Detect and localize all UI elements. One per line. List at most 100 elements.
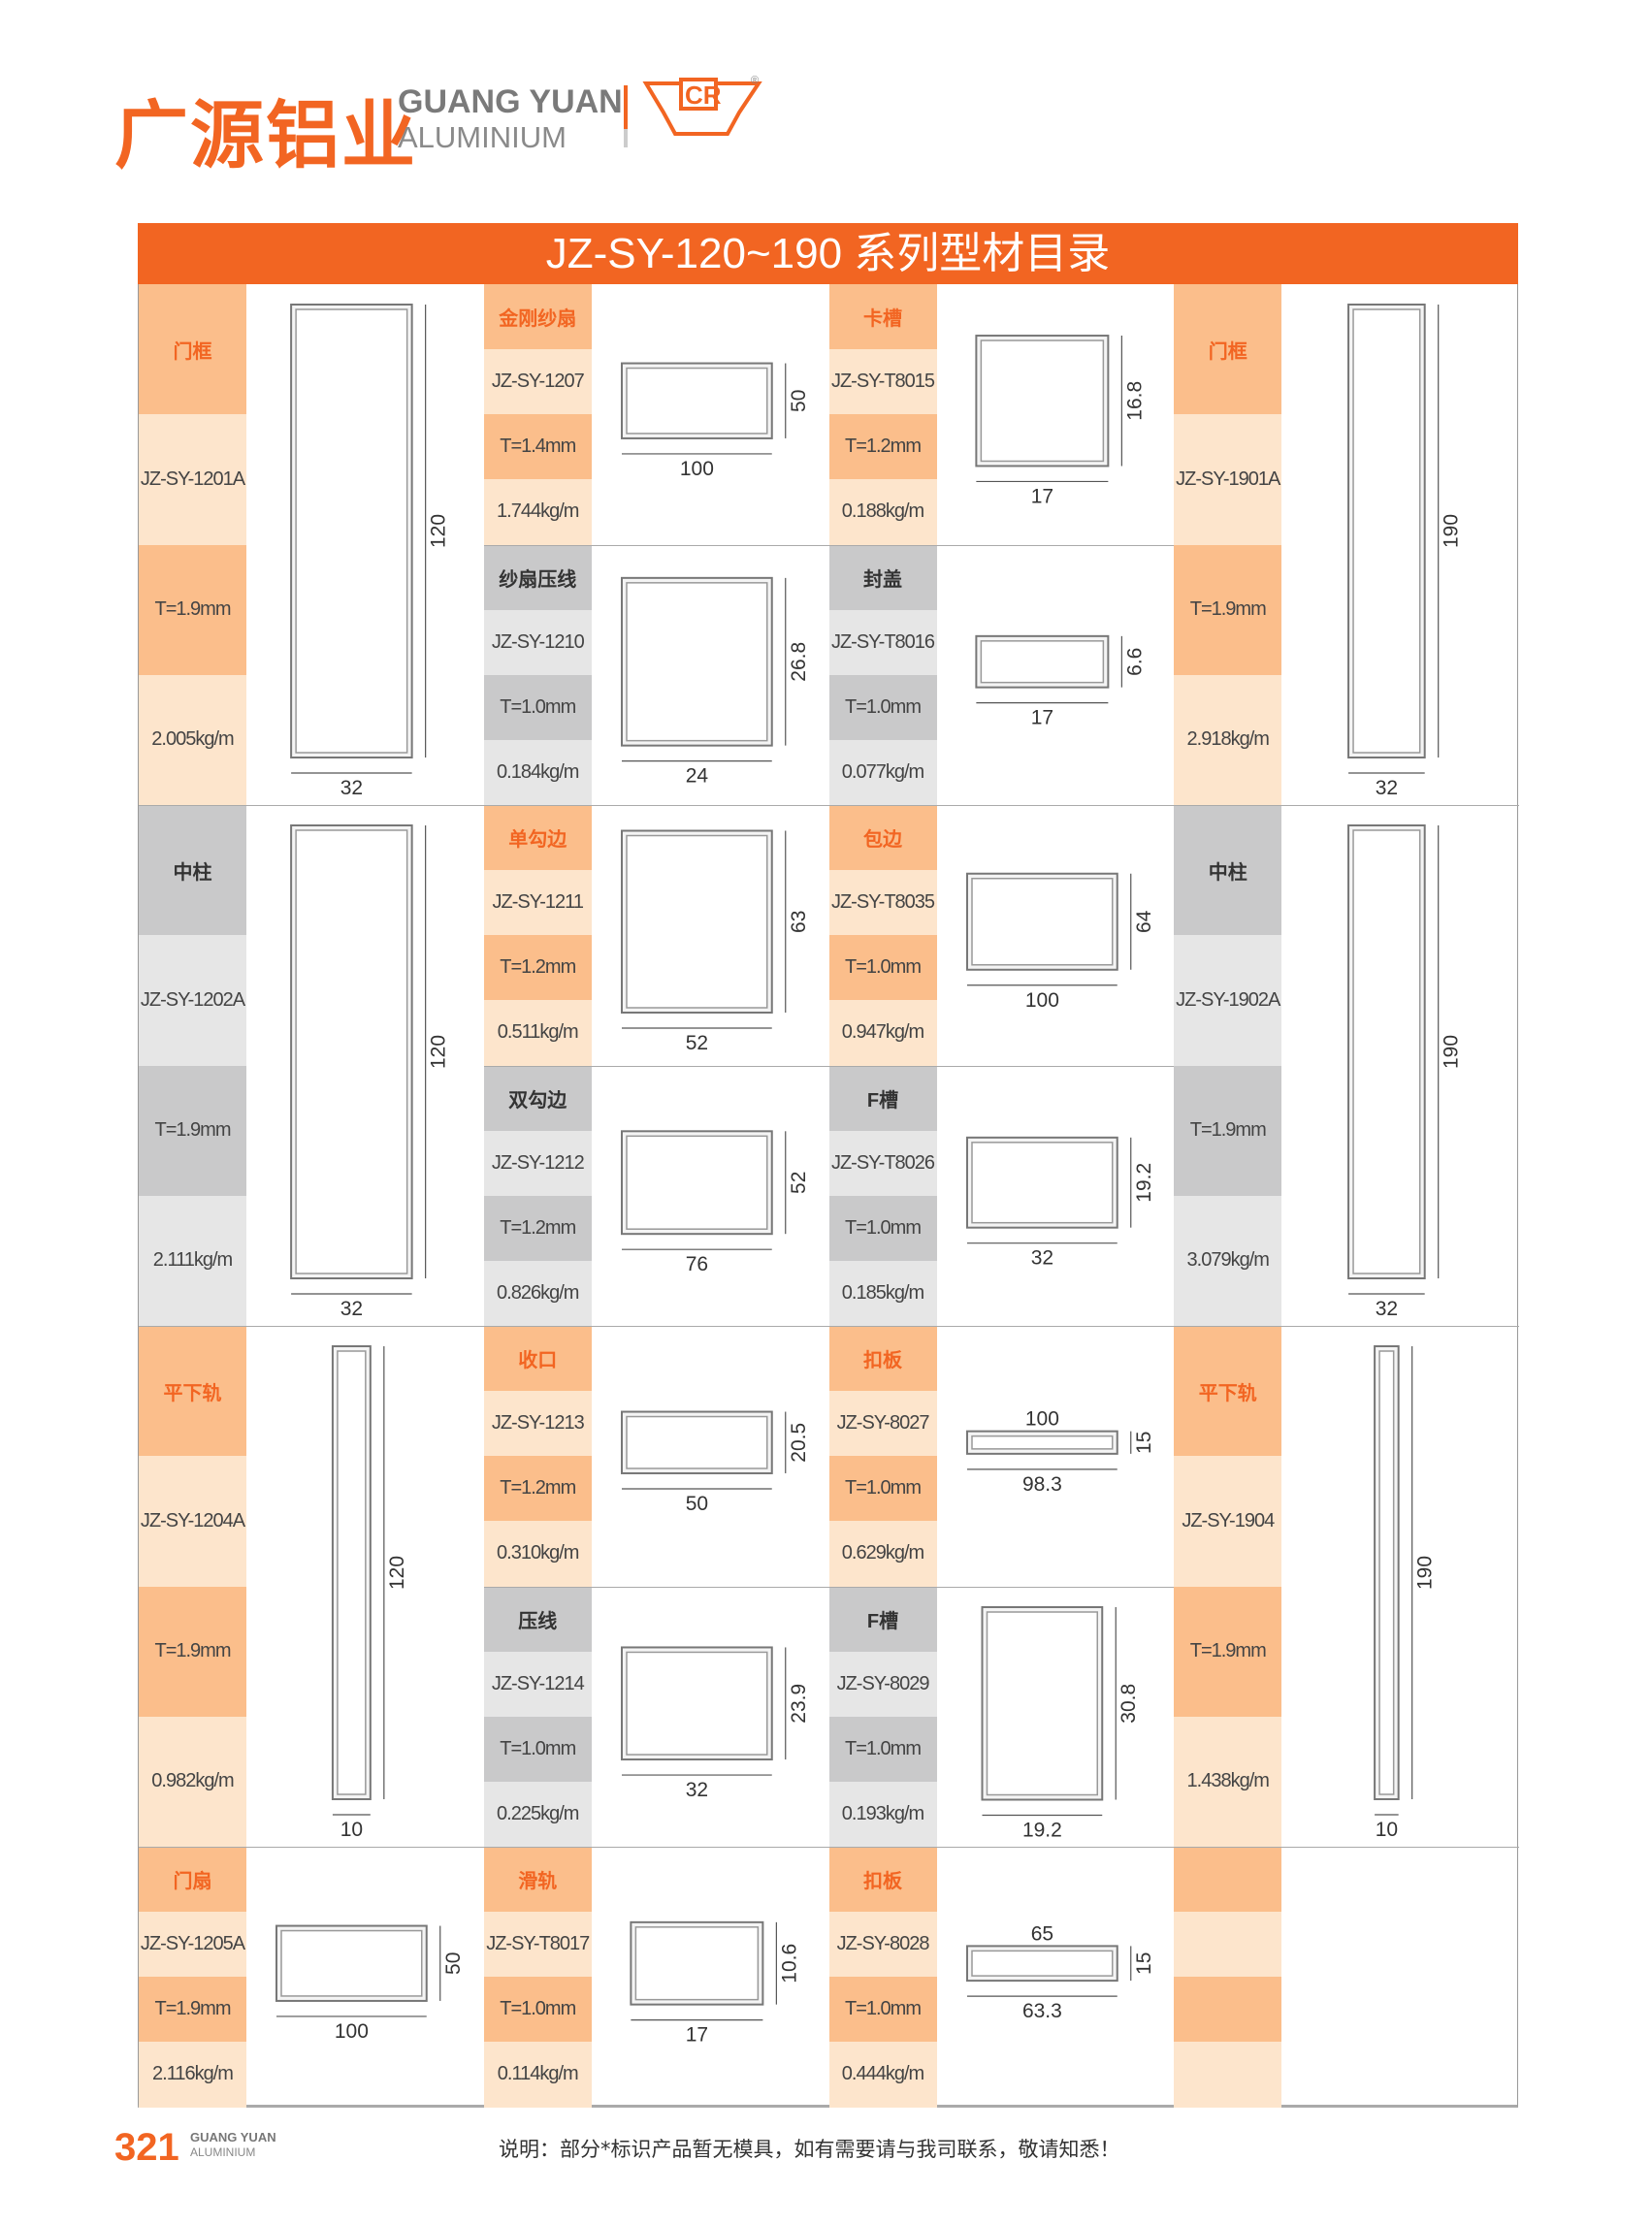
height-dimension-label: 50 bbox=[442, 1952, 465, 1975]
profile-inner bbox=[1352, 308, 1421, 754]
wall-thickness: T=1.0mm bbox=[828, 1195, 937, 1261]
wall-thickness: T=1.0mm bbox=[828, 935, 937, 1001]
height-dimension-label: 15 bbox=[1132, 1432, 1154, 1454]
wall-thickness: T=1.0mm bbox=[828, 1977, 937, 2043]
unit-weight: 0.184kg/m bbox=[483, 739, 592, 805]
width-dimension-label: 32 bbox=[340, 1298, 363, 1320]
height-dimension-label: 190 bbox=[1441, 1035, 1463, 1069]
row-divider bbox=[139, 805, 484, 806]
logo-divider bbox=[624, 85, 628, 147]
profile-code: JZ-SY-1211 bbox=[483, 870, 592, 936]
row-divider bbox=[483, 1847, 829, 1848]
wall-thickness: T=1.9mm bbox=[1174, 1586, 1282, 1717]
height-dimension-label: 26.8 bbox=[788, 641, 810, 681]
unit-weight: 0.982kg/m bbox=[139, 1716, 246, 1847]
height-dimension-label: 19.2 bbox=[1132, 1162, 1154, 1202]
height-dimension-label: 52 bbox=[788, 1171, 810, 1193]
width-dimension-label: 50 bbox=[685, 1493, 707, 1515]
profile-inner bbox=[1352, 829, 1421, 1274]
wall-thickness: T=1.9mm bbox=[139, 1977, 246, 2043]
profile-code bbox=[1174, 1912, 1282, 1978]
row-divider bbox=[139, 1847, 484, 1848]
height-dimension-label: 23.9 bbox=[788, 1683, 810, 1723]
width-dimension-label: 100 bbox=[1024, 1408, 1058, 1431]
width-dimension-label: 32 bbox=[340, 777, 363, 799]
profile-code: JZ-SY-T8026 bbox=[828, 1130, 937, 1196]
profile-drawing: 176.6 bbox=[974, 634, 1146, 728]
wall-thickness: T=1.0mm bbox=[483, 1977, 592, 2043]
profile-code: JZ-SY-1214 bbox=[483, 1651, 592, 1717]
height-dimension-label: 190 bbox=[1441, 514, 1463, 548]
height-dimension-label: 15 bbox=[1132, 1952, 1154, 1975]
height-dimension-label: 190 bbox=[1414, 1556, 1437, 1590]
width-dimension-label: 100 bbox=[335, 2020, 369, 2043]
width-dimension-label: 100 bbox=[680, 458, 714, 480]
unit-weight: 2.111kg/m bbox=[139, 1195, 246, 1326]
unit-weight: 2.918kg/m bbox=[1174, 674, 1282, 805]
profile-code: JZ-SY-8029 bbox=[828, 1651, 937, 1717]
profile-code: JZ-SY-1204A bbox=[139, 1456, 246, 1587]
profile-inner bbox=[295, 308, 408, 754]
profile-name: 单勾边 bbox=[483, 805, 592, 871]
profile-name: 纱扇压线 bbox=[483, 544, 592, 610]
row-divider bbox=[483, 1326, 829, 1327]
profile-inner bbox=[970, 877, 1113, 966]
height-dimension-label: 64 bbox=[1132, 910, 1154, 933]
width-dimension-label: 17 bbox=[685, 2024, 707, 2047]
wall-thickness: T=1.0mm bbox=[483, 1716, 592, 1782]
profile-inner bbox=[626, 581, 768, 741]
width-dimension-label: 100 bbox=[1024, 989, 1058, 1012]
unit-weight: 0.444kg/m bbox=[828, 2042, 937, 2108]
profile-name: 滑轨 bbox=[483, 1847, 592, 1913]
wall-thickness: T=1.9mm bbox=[1174, 544, 1282, 675]
profile-drawing: 76 52 bbox=[620, 1129, 810, 1275]
profile-inner bbox=[970, 1950, 1113, 1977]
profile-name: F槽 bbox=[828, 1065, 937, 1131]
brand-logo-chinese: 广源铝业 bbox=[114, 92, 417, 178]
unit-weight: 1.744kg/m bbox=[483, 479, 592, 545]
profile-inner bbox=[626, 367, 768, 435]
profile-inner bbox=[337, 1350, 367, 1795]
profile-name: F槽 bbox=[828, 1586, 937, 1652]
height-dimension-label: 120 bbox=[428, 1035, 450, 1069]
profile-code: JZ-SY-1213 bbox=[483, 1391, 592, 1457]
profile-code: JZ-SY-T8015 bbox=[828, 349, 937, 415]
profile-inner bbox=[626, 1651, 768, 1756]
inner-width-dimension-label: 63.3 bbox=[1021, 2000, 1061, 2022]
wall-thickness: T=1.9mm bbox=[139, 544, 246, 675]
unit-weight: 0.511kg/m bbox=[483, 1000, 592, 1066]
width-dimension-label: 32 bbox=[1030, 1246, 1053, 1269]
row-divider bbox=[139, 1326, 484, 1327]
profile-name: 平下轨 bbox=[1174, 1326, 1282, 1457]
width-dimension-label: 76 bbox=[685, 1253, 707, 1275]
wall-thickness: T=1.0mm bbox=[483, 674, 592, 740]
height-dimension-label: 16.8 bbox=[1123, 381, 1146, 421]
profile-code: JZ-SY-1205A bbox=[139, 1912, 246, 1978]
wall-thickness bbox=[1174, 1977, 1282, 2043]
wall-thickness: T=1.2mm bbox=[828, 414, 937, 480]
row-divider bbox=[483, 544, 829, 546]
unit-weight: 2.116kg/m bbox=[139, 2042, 246, 2108]
height-dimension-label: 120 bbox=[386, 1556, 408, 1590]
unit-weight: 0.629kg/m bbox=[828, 1521, 937, 1587]
profile-drawing: 19.230.8 bbox=[981, 1605, 1140, 1841]
row-divider bbox=[1174, 1847, 1519, 1848]
profile-name: 门框 bbox=[1174, 284, 1282, 415]
wall-thickness: T=1.4mm bbox=[483, 414, 592, 480]
unit-weight: 0.185kg/m bbox=[828, 1260, 937, 1326]
unit-weight: 0.077kg/m bbox=[828, 739, 937, 805]
row-divider bbox=[828, 544, 1175, 546]
unit-weight: 3.079kg/m bbox=[1174, 1195, 1282, 1326]
width-dimension-label: 10 bbox=[340, 1819, 363, 1841]
profile-code: JZ-SY-T8016 bbox=[828, 609, 937, 675]
profile-inner bbox=[626, 834, 768, 1009]
profile-name: 扣板 bbox=[828, 1326, 937, 1392]
footer-brand: GUANG YUAN bbox=[190, 2130, 276, 2144]
